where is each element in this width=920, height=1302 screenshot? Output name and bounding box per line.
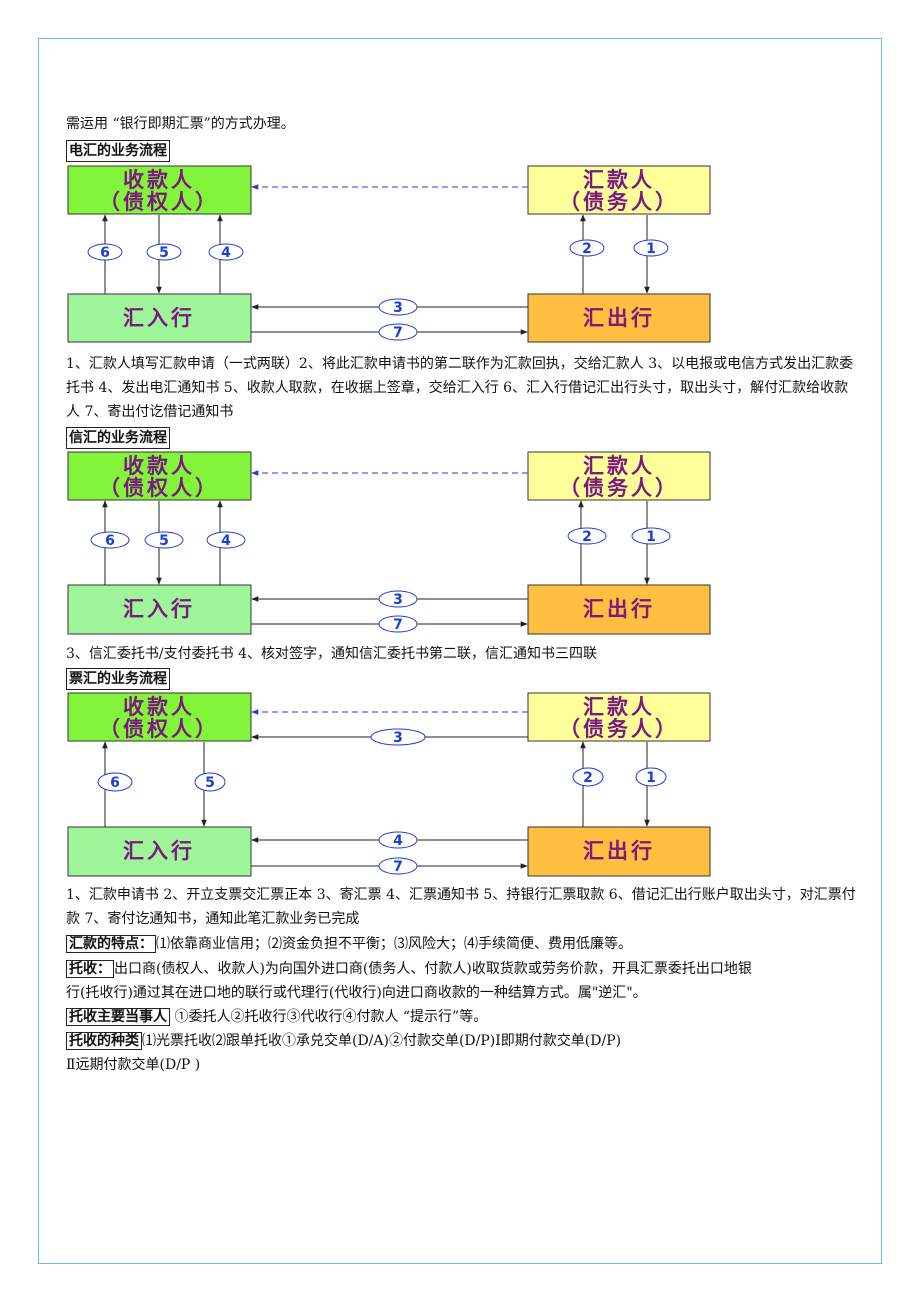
parties-label: 托收主要当事人 [66,1008,170,1026]
step-5-badge [194,772,226,792]
step-4-badge [206,531,246,549]
payee-box [67,692,252,742]
draft-heading: 票汇的业务流程 [66,668,170,690]
features-line: 汇款的特点：⑴依靠商业信用；⑵资金负担不平衡；⑶风险大；⑷手续简便、费用低廉等。 [66,932,866,956]
step-7-number: 7 [393,859,403,875]
step-1-number: 1 [646,241,656,257]
remitting-bank-label: 汇出行 [583,839,655,863]
step-2-number: 2 [583,770,593,786]
paying-bank-label: 汇入行 [123,839,195,863]
remitting-bank-box [527,826,711,877]
step-2-number: 2 [582,529,592,545]
mail-note: 3、信汇委托书/支付委托书 4、核对签字，通知信汇委托书第二联，信汇通知书三四联 [66,646,597,662]
step-6-number: 6 [100,245,110,261]
remitting-bank-label: 汇出行 [583,597,655,621]
step-4-badge [378,831,418,849]
step-5-number: 5 [159,245,169,261]
step-4-number: 4 [393,833,403,849]
step-6-badge [90,531,130,549]
remitter-label: 汇款人 [583,695,655,719]
remitter-box [527,165,711,215]
step-1-badge [635,767,667,787]
remitter-sub-label: （债务人） [559,190,679,214]
telegraphic-heading: 电汇的业务流程 [66,140,170,162]
draft-diagram: 收款人 （债权人） 汇款人 （债务人） 汇入行 汇出行 3 6 5 2 1 4 … [60,691,720,879]
parties-line: 托收主要当事人 ①委托人②托收行③代收行④付款人 “提示行”等。 [66,1005,866,1029]
collection-text-1: 出口商(债权人、收款人)为向国外进口商(债务人、付款人)收取货款或劳务价款，开具… [114,961,752,977]
types-label: 托收的种类 [66,1032,142,1050]
types-line-2: Ⅱ远期付款交单(D/P ) [66,1057,201,1073]
payee-label: 收款人 [123,695,195,719]
step-7-number: 7 [393,617,403,633]
step-1-badge [633,239,669,257]
step-5-badge [146,243,182,261]
remitter-box [527,451,711,501]
remitter-label: 汇款人 [583,168,655,192]
step-3-badge [378,590,418,608]
step-6-badge [87,243,123,261]
payee-box [67,165,252,215]
intro-text: 需运用 “银行即期汇票”的方式办理。 [66,116,295,132]
page-frame [38,38,882,1264]
types-text-1: ⑴光票托收⑵跟单托收①承兑交单(D/A)②付款交单(D/P)Ⅰ即期付款交单(D/… [142,1033,622,1049]
step-6-number: 6 [110,775,120,791]
payee-box [67,451,252,501]
step-4-badge [208,243,244,261]
step-3-number: 3 [393,592,403,608]
paying-bank-box [67,826,252,877]
step-7-number: 7 [393,325,403,341]
paying-bank-box [67,293,252,343]
remitting-bank-label: 汇出行 [583,306,655,330]
telegraphic-note: 1、汇款人填写汇款申请（一式两联）2、将此汇款申请书的第二联作为汇款回执，交给汇… [66,356,854,420]
mail-heading: 信汇的业务流程 [66,427,170,449]
step-3-number: 3 [393,730,403,746]
step-3-badge [378,298,418,316]
telegraphic-diagram: 收款人 （债权人） 汇款人 （债务人） 汇入行 汇出行 6 5 4 2 1 3 … [60,163,720,348]
step-6-badge [97,772,133,792]
remitter-box [527,692,711,742]
remitter-sub-label: （债务人） [559,717,679,741]
payee-label: 收款人 [123,168,195,192]
remitter-sub-label: （债务人） [559,476,679,500]
remitting-bank-box [527,293,711,343]
step-5-number: 5 [159,533,169,549]
step-7-badge [378,857,418,875]
step-7-badge [378,323,418,341]
step-2-badge [572,767,604,787]
paying-bank-label: 汇入行 [123,306,195,330]
step-5-badge [144,531,184,549]
payee-sub-label: （债权人） [99,717,219,741]
remitting-bank-box [527,584,711,635]
remitter-label: 汇款人 [583,454,655,478]
features-text: ⑴依靠商业信用；⑵资金负担不平衡；⑶风险大；⑷手续简便、费用低廉等。 [156,936,632,952]
step-5-number: 5 [205,775,215,791]
step-1-number: 1 [646,770,656,786]
payee-sub-label: （债权人） [99,190,219,214]
step-3-badge [370,728,426,746]
parties-text: ①委托人②托收行③代收行④付款人 “提示行”等。 [170,1009,488,1025]
step-7-badge [378,615,418,633]
step-4-number: 4 [221,533,231,549]
step-2-number: 2 [582,241,592,257]
paying-bank-label: 汇入行 [123,597,195,621]
step-6-number: 6 [105,533,115,549]
draft-note: 1、汇款申请书 2、开立支票交汇票正本 3、寄汇票 4、汇票通知书 5、持银行汇… [66,887,856,927]
paying-bank-box [67,584,252,635]
step-1-number: 1 [646,529,656,545]
types-line-1: 托收的种类⑴光票托收⑵跟单托收①承兑交单(D/A)②付款交单(D/P)Ⅰ即期付款… [66,1029,866,1053]
payee-label: 收款人 [123,454,195,478]
step-2-badge [567,527,607,545]
step-1-badge [631,527,671,545]
mail-diagram: 收款人 （债权人） 汇款人 （债务人） 汇入行 汇出行 6 5 4 2 1 3 … [60,450,720,638]
payee-sub-label: （债权人） [99,476,219,500]
features-label: 汇款的特点： [66,935,156,953]
step-2-badge [569,239,605,257]
collection-label: 托收： [66,960,114,978]
step-3-number: 3 [393,300,403,316]
collection-line-1: 托收：出口商(债权人、收款人)为向国外进口商(债务人、付款人)收取货款或劳务价款… [66,957,866,981]
step-4-number: 4 [221,245,231,261]
collection-line-2: 行(托收行)通过其在进口地的联行或代理行(代收行)向进口商收款的一种结算方式。属… [66,985,647,1001]
